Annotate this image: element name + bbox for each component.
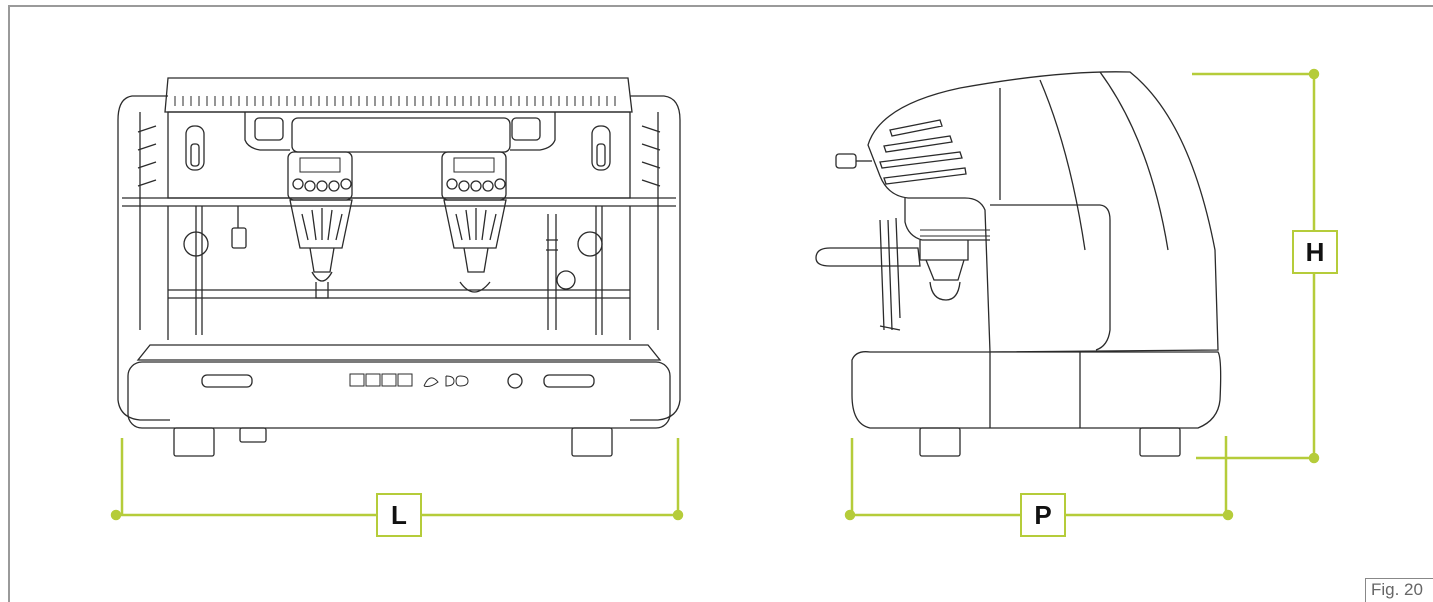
depth-label: P [1020,493,1066,537]
right-group-head [441,151,507,293]
front-view-machine [117,77,681,457]
side-view-machine [815,71,1222,457]
height-label: H [1292,230,1338,274]
page-frame [8,5,1433,602]
dimension-lines [110,68,1320,521]
cup-tray-grille [174,96,616,106]
length-label: L [376,493,422,537]
figure-number: Fig. 20 [1365,578,1433,602]
front-brand-badge [349,373,469,387]
left-group-head [287,151,353,299]
